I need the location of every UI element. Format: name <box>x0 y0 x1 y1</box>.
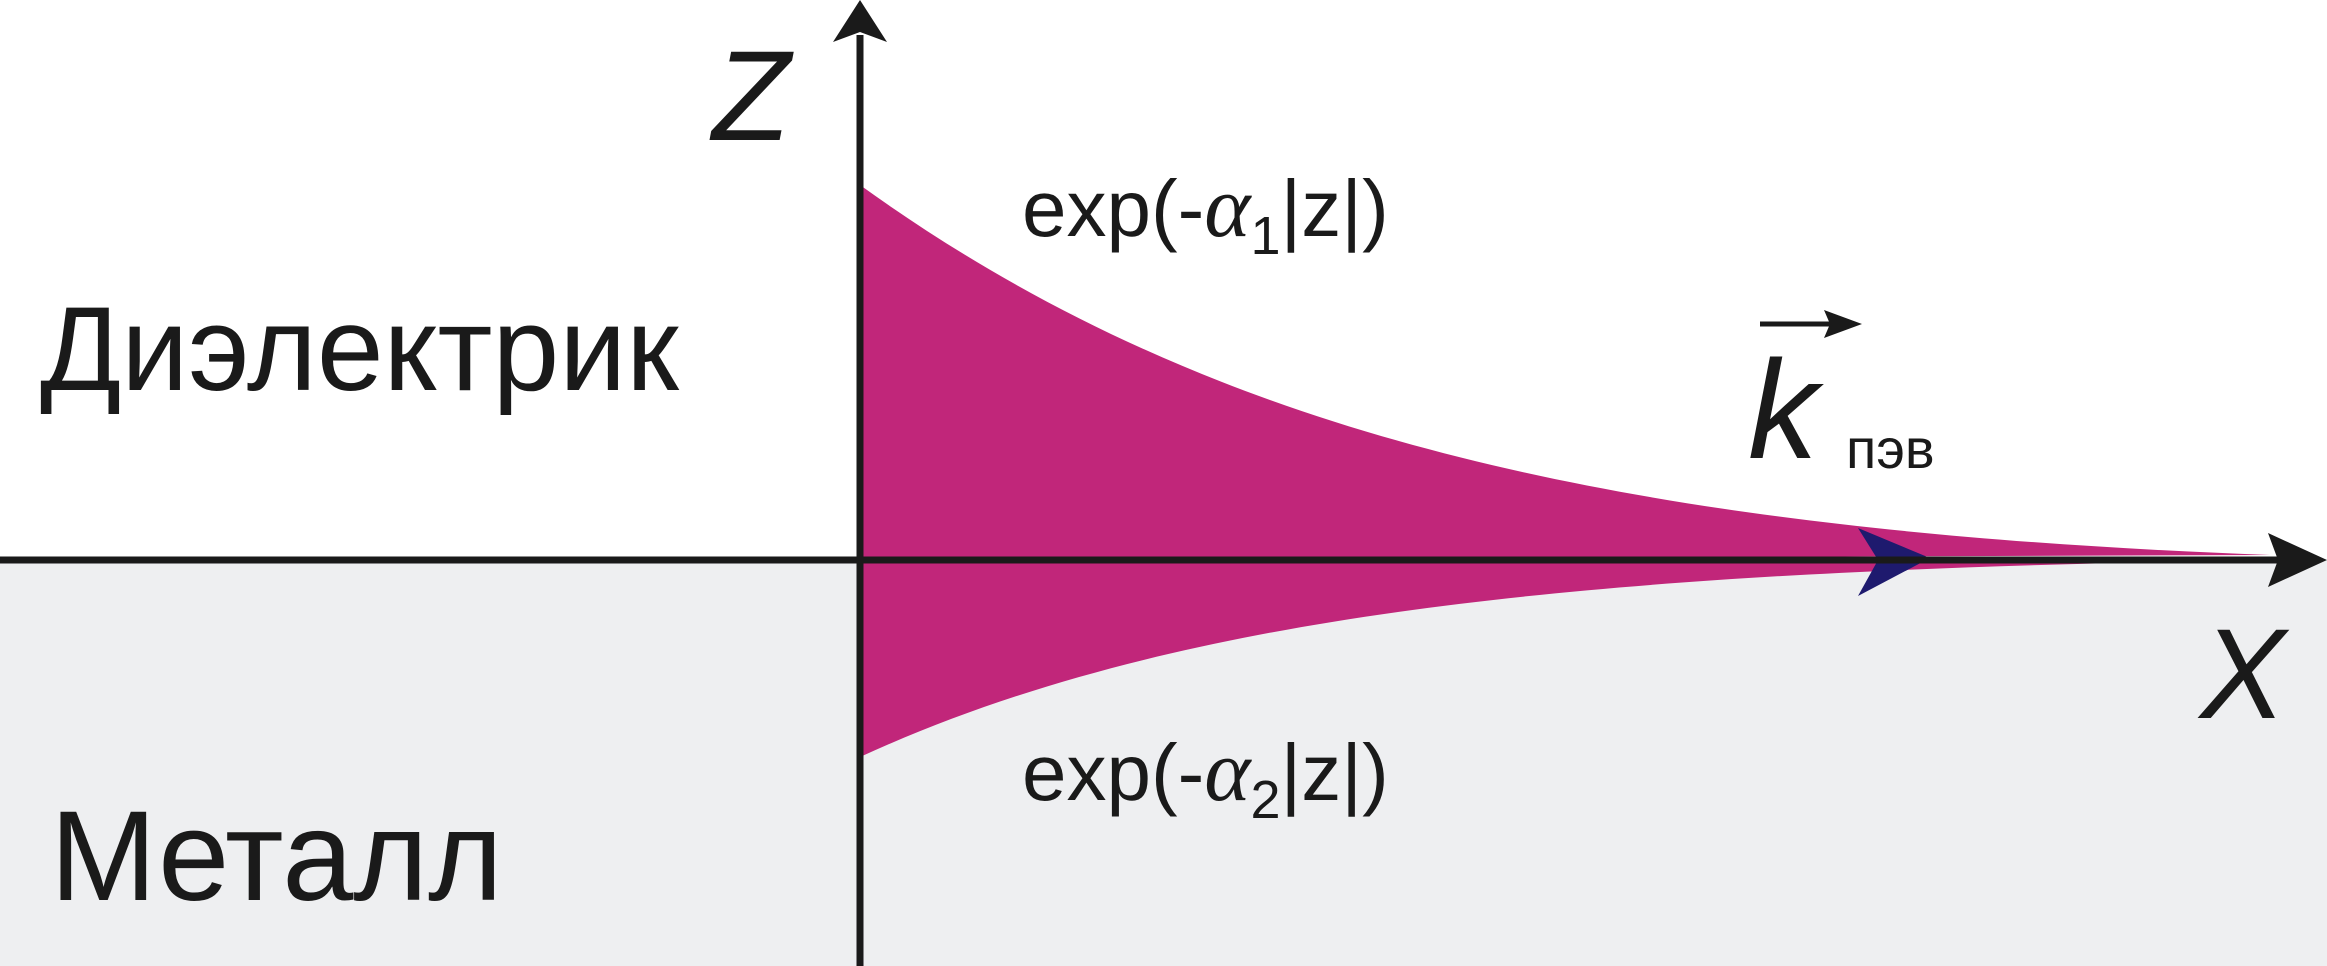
z-axis-arrowhead <box>833 0 887 42</box>
lower-formula-subscript: 2 <box>1250 770 1280 830</box>
lower-formula-prefix: exp(- <box>1022 728 1204 817</box>
field-decay-metal <box>860 560 2270 757</box>
wavevector-label: k пэв <box>1748 310 1935 488</box>
upper-formula-subscript: 1 <box>1250 206 1280 266</box>
field-decay-dielectric <box>860 185 2270 560</box>
upper-formula-alpha: α <box>1204 159 1252 256</box>
lower-formula-suffix: |z|) <box>1281 728 1389 817</box>
vector-arrow-head <box>1824 310 1862 338</box>
metal-label: Металл <box>50 785 503 928</box>
dielectric-label: Диэлектрик <box>40 282 680 416</box>
wavevector-symbol: k <box>1748 331 1824 488</box>
z-axis-label: Z <box>709 25 794 168</box>
upper-formula-prefix: exp(- <box>1022 164 1204 253</box>
x-axis-arrowhead <box>2268 533 2327 587</box>
upper-decay-formula: exp(-α1|z|) <box>1022 159 1389 266</box>
upper-formula-suffix: |z|) <box>1281 164 1389 253</box>
lower-decay-formula: exp(-α2|z|) <box>1022 723 1389 830</box>
wavevector-subscript: пэв <box>1846 417 1935 480</box>
lower-formula-alpha: α <box>1204 723 1252 820</box>
x-axis-label: X <box>2197 603 2290 746</box>
